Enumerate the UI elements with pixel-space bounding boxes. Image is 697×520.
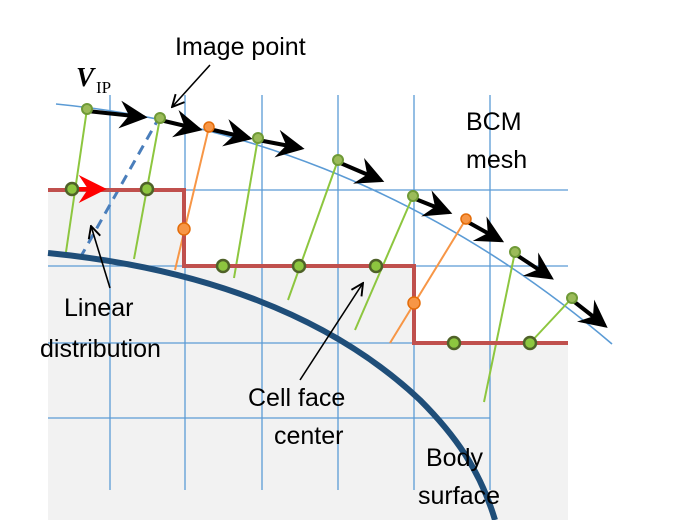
orange-points xyxy=(177,121,472,310)
orange-projection-lines xyxy=(174,126,467,344)
bcm-label-line1: BCM xyxy=(466,108,522,136)
body-surface-curve xyxy=(47,250,498,520)
cell-face-label-line1: Cell face xyxy=(248,384,345,412)
bcm-green-points xyxy=(81,103,578,304)
linear-label-line2: distribution xyxy=(40,335,161,363)
bcm-label-line2: mesh xyxy=(466,146,527,174)
cell-face-center-points xyxy=(64,181,538,351)
callout-arrows xyxy=(91,64,363,381)
velocity-arrows xyxy=(85,100,608,328)
body-label-line1: Body xyxy=(426,444,483,472)
vip-label-subscript: IP xyxy=(96,78,111,97)
body-label-line2: surface xyxy=(418,482,500,510)
linear-label-line1: Linear xyxy=(64,294,134,322)
vip-label-main: V xyxy=(76,62,96,92)
image-point-label: Image point xyxy=(175,33,306,61)
cell-face-label-line2: center xyxy=(274,422,343,450)
